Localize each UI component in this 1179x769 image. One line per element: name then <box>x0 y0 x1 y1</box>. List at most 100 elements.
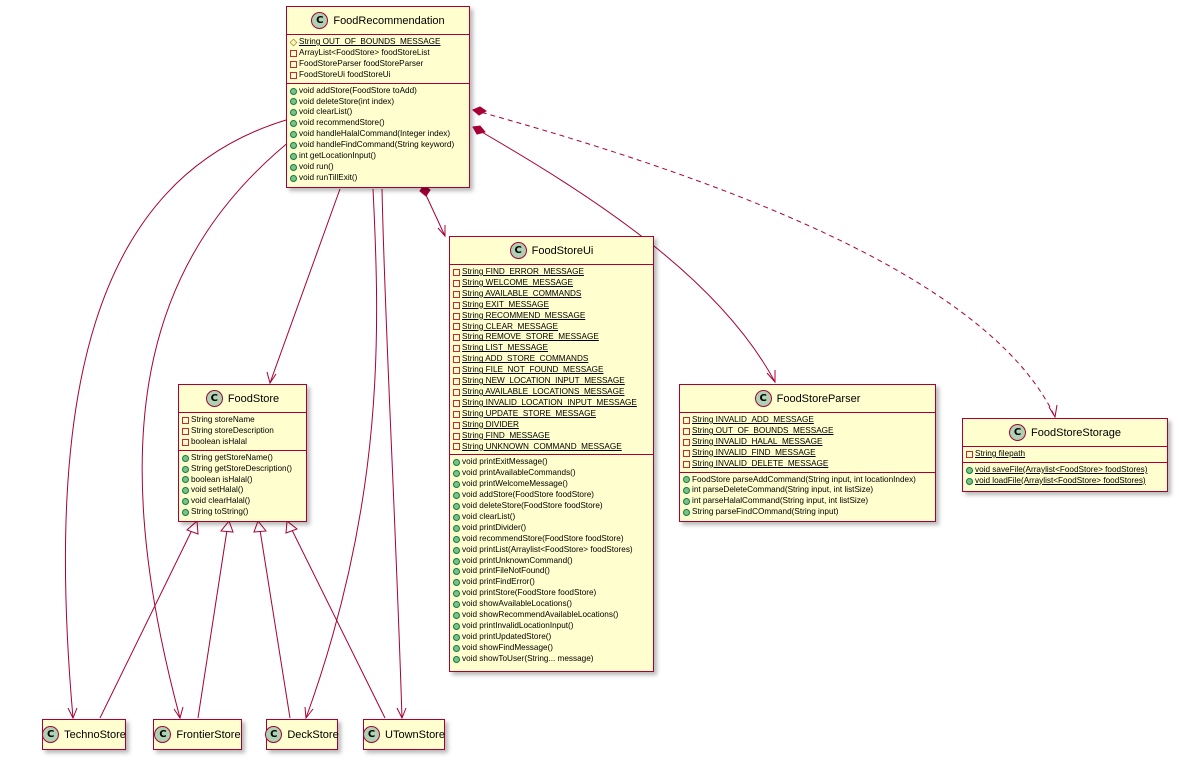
private-visibility-icon <box>453 432 460 440</box>
class-member: void showToUser(String... message) <box>453 654 653 665</box>
public-visibility-icon <box>290 87 297 95</box>
class-member: void printList(Arraylist<FoodStore> food… <box>453 545 653 556</box>
member-text: String storeDescription <box>191 425 274 435</box>
class-member: String INVALID_DELETE_MESSAGE <box>683 459 935 470</box>
private-visibility-icon <box>453 378 460 386</box>
private-visibility-icon <box>453 323 460 331</box>
public-visibility-icon <box>182 465 189 473</box>
arrowhead-technostore <box>67 707 78 720</box>
methods-section: String getStoreName()String getStoreDesc… <box>179 449 306 520</box>
member-text: String FIND_ERROR_MESSAGE <box>462 267 584 276</box>
arrowhead-utownstore <box>396 707 407 720</box>
member-text: void printStore(FoodStore foodStore) <box>462 588 597 598</box>
member-text: void clearList() <box>462 511 516 521</box>
member-text: void printUpdatedStore() <box>462 631 552 641</box>
member-text: void printUnknownCommand() <box>462 555 573 565</box>
class-member: String LIST_MESSAGE <box>453 343 653 354</box>
class-badge-icon: C <box>205 390 223 407</box>
member-text: void clearList() <box>299 107 353 117</box>
member-text: void setHalal() <box>191 485 244 495</box>
public-visibility-icon <box>290 174 297 182</box>
member-text: String ADD_STORE_COMMANDS <box>462 354 589 364</box>
public-visibility-icon <box>290 153 297 161</box>
member-text: void saveFile(Arraylist<FoodStore> foodS… <box>975 464 1148 474</box>
class-foodstorestorage[interactable]: C FoodStoreStorage String filepath void … <box>962 418 1168 492</box>
class-member: FoodStoreParser foodStoreParser <box>290 59 469 70</box>
private-visibility-icon <box>182 438 189 446</box>
public-visibility-icon <box>453 633 460 641</box>
public-visibility-icon <box>182 498 189 506</box>
member-text: String FILE_NOT_FOUND_MESSAGE <box>462 365 604 375</box>
private-visibility-icon <box>453 367 460 375</box>
member-text: void showRecommendAvailableLocations() <box>462 610 619 620</box>
private-visibility-icon <box>453 301 460 309</box>
class-utownstore[interactable]: C UTownStore <box>363 719 445 750</box>
member-text: String parseFindCOmmand(String input) <box>692 507 839 517</box>
private-visibility-icon <box>683 449 690 457</box>
class-member: String INVALID_ADD_MESSAGE <box>683 415 935 426</box>
class-member: String getStoreName() <box>182 453 306 464</box>
private-visibility-icon <box>683 460 690 468</box>
private-visibility-icon <box>453 290 460 298</box>
class-technostore[interactable]: C TechnoStore <box>42 719 126 750</box>
member-text: boolean isHalal <box>191 436 247 446</box>
class-member: void setHalal() <box>182 485 306 496</box>
class-foodstoreparser[interactable]: C FoodStoreParser String INVALID_ADD_MES… <box>679 384 936 522</box>
class-member: String FIND_MESSAGE <box>453 431 653 442</box>
private-visibility-icon <box>290 49 297 57</box>
class-header: C FoodRecommendation <box>287 7 469 35</box>
member-text: int getLocationInput() <box>299 151 376 161</box>
class-member: void runTillExit() <box>290 173 469 184</box>
class-member: String storeName <box>182 415 306 426</box>
class-member: String AVAILABLE_COMMANDS <box>453 289 653 300</box>
private-visibility-icon <box>453 334 460 342</box>
class-member: void printExitMessage() <box>453 457 653 468</box>
private-visibility-icon <box>453 345 460 353</box>
private-visibility-icon <box>453 356 460 364</box>
class-name: FoodStoreParser <box>776 392 861 405</box>
class-member: void deleteStore(int index) <box>290 97 469 108</box>
class-foodrecommendation[interactable]: C FoodRecommendation String OUT_OF_BOUND… <box>286 6 470 188</box>
public-visibility-icon <box>683 487 690 495</box>
class-member: void run() <box>290 162 469 173</box>
public-visibility-icon <box>966 477 973 485</box>
class-member: void handleFindCommand(String keyword) <box>290 140 469 151</box>
class-member: void printStore(FoodStore foodStore) <box>453 588 653 599</box>
class-member: String EXIT_MESSAGE <box>453 300 653 311</box>
class-badge-icon: C <box>154 726 172 743</box>
dependency-edge-foodstoragestorage <box>472 109 1056 418</box>
member-text: String UPDATE_STORE_MESSAGE <box>462 408 596 418</box>
member-text: String OUT_OF_BOUNDS_MESSAGE <box>692 425 834 435</box>
class-name: FoodStore <box>227 392 280 405</box>
public-visibility-icon <box>966 466 973 474</box>
class-header: C FoodStore <box>179 385 306 413</box>
class-header: C FoodStoreStorage <box>963 419 1167 447</box>
class-badge-icon: C <box>42 726 60 743</box>
class-member: void printUnknownCommand() <box>453 556 653 567</box>
class-name: FoodRecommendation <box>333 14 445 27</box>
class-frontierstore[interactable]: C FrontierStore <box>153 719 242 750</box>
class-name: UTownStore <box>385 728 445 741</box>
arrowhead-foodstoreui <box>437 225 446 238</box>
member-text: String UNKNOWN_COMMAND_MESSAGE <box>462 441 622 451</box>
assoc-edge-utownstore <box>381 188 403 719</box>
public-visibility-icon <box>453 524 460 532</box>
class-member: void saveFile(Arraylist<FoodStore> foodS… <box>966 465 1167 476</box>
member-text: int parseHalalCommand(String input, int … <box>692 496 869 506</box>
member-text: String NEW_LOCATION_INPUT_MESSAGE <box>462 376 625 386</box>
class-member: void deleteStore(FoodStore foodStore) <box>453 501 653 512</box>
public-visibility-icon <box>453 546 460 554</box>
class-member: String OUT_OF_BOUNDS_MESSAGE <box>289 37 469 48</box>
class-member: void clearList() <box>290 107 469 118</box>
private-visibility-icon <box>683 416 690 424</box>
class-member: int getLocationInput() <box>290 151 469 162</box>
methods-section: FoodStore parseAddCommand(String input, … <box>680 471 935 521</box>
class-member: void recommendStore() <box>290 118 469 129</box>
public-visibility-icon <box>290 120 297 128</box>
member-text: boolean isHalal() <box>191 474 253 484</box>
class-deckstore[interactable]: C DeckStore <box>265 719 339 750</box>
